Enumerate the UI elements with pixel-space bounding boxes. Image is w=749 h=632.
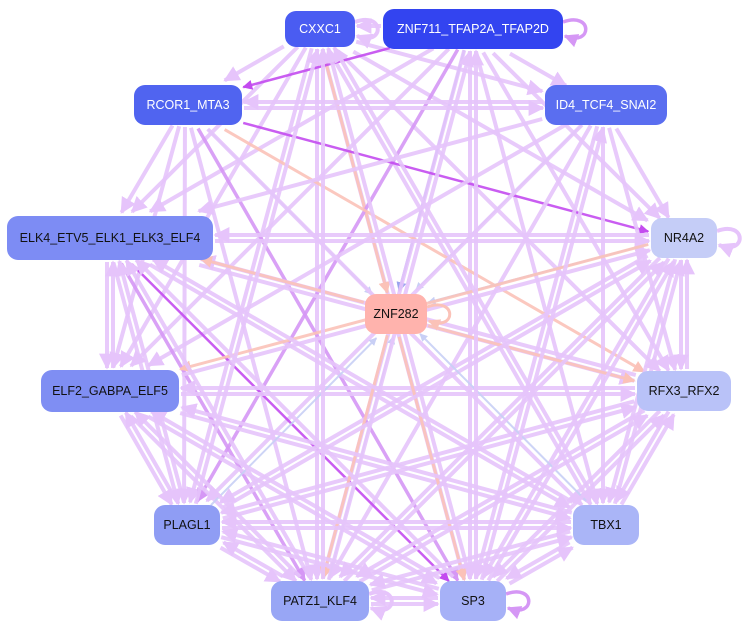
edge-plagl1-to-cxxc1 xyxy=(193,48,322,505)
self-loop-cxxc1 xyxy=(354,18,380,49)
edge-cxxc1-to-rcor1 xyxy=(223,44,285,83)
node-label: ELF2_GABPA_ELF5 xyxy=(52,384,168,398)
edge-elk4-to-tbx1 xyxy=(148,262,571,510)
edge-znf711-to-elk4 xyxy=(148,46,435,214)
node-label: ID4_TCF4_SNAI2 xyxy=(556,98,657,112)
edge-plagl1-to-rfx3 xyxy=(222,403,638,521)
node-box xyxy=(440,581,506,621)
edge-znf711-to-rcor1 xyxy=(242,46,391,90)
edge-znf282-to-sp3 xyxy=(397,336,468,581)
node-label: NR4A2 xyxy=(664,231,704,245)
node-box xyxy=(271,581,369,621)
edge-plagl1-to-znf282 xyxy=(210,337,378,506)
edge-tbx1-to-znf282 xyxy=(419,333,587,502)
node-label: ZNF282 xyxy=(373,307,418,321)
edge-id4-to-elk4 xyxy=(197,117,543,216)
node-label: RCOR1_MTA3 xyxy=(146,98,229,112)
edge-patz1-to-elk4 xyxy=(124,259,312,579)
edge-elf2-to-tbx1 xyxy=(179,411,572,523)
edge-id4-to-nr4a2 xyxy=(614,127,671,219)
edge-znf282-to-elk4 xyxy=(199,256,365,304)
self-loop-znf282 xyxy=(426,303,452,331)
edge-rcor1-to-elk4 xyxy=(119,124,175,214)
node-plagl1: PLAGL1 xyxy=(154,505,220,545)
node-label: TBX1 xyxy=(590,518,621,532)
edge-patz1-to-nr4a2 xyxy=(342,260,666,583)
node-label: PLAGL1 xyxy=(163,518,210,532)
edge-cxxc1-to-plagl1 xyxy=(186,47,314,504)
edge-sp3-to-elk4 xyxy=(134,258,455,579)
node-label: ELK4_ETV5_ELK1_ELK3_ELF4 xyxy=(20,231,201,245)
edge-id4-to-patz1 xyxy=(328,124,593,579)
node-box xyxy=(365,294,427,334)
edge-sp3-to-id4 xyxy=(479,126,607,581)
edge-tbx1-to-cxxc1 xyxy=(332,46,598,503)
node-rfx3: RFX3_RFX2 xyxy=(637,371,731,411)
edge-plagl1-to-patz1 xyxy=(219,545,282,584)
node-label: CXXC1 xyxy=(299,22,341,36)
edge-plagl1-to-nr4a2 xyxy=(222,259,652,510)
node-box xyxy=(637,371,731,411)
node-box xyxy=(651,218,717,258)
node-znf282: ZNF282 xyxy=(365,294,427,334)
edge-nr4a2-to-plagl1 xyxy=(219,253,649,504)
node-label: RFX3_RFX2 xyxy=(649,384,720,398)
self-loop-sp3 xyxy=(505,590,531,620)
self-loop-patz1 xyxy=(368,590,394,621)
node-nr4a2: NR4A2 xyxy=(651,218,717,258)
edge-cxxc1-to-elk4 xyxy=(130,45,300,214)
edge-patz1-to-plagl1 xyxy=(222,540,284,579)
edge-elf2-to-patz1 xyxy=(129,414,298,583)
node-box xyxy=(154,505,220,545)
node-patz1: PATZ1_KLF4 xyxy=(271,581,369,621)
node-rcor1: RCOR1_MTA3 xyxy=(134,85,242,125)
node-znf711: ZNF711_TFAP2A_TFAP2D xyxy=(383,9,563,49)
edge-sp3-to-tbx1 xyxy=(508,545,574,586)
node-box xyxy=(41,370,179,412)
edge-znf282-to-rfx3 xyxy=(427,324,636,384)
edge-znf711-to-plagl1 xyxy=(195,48,460,503)
edge-rfx3-to-plagl1 xyxy=(219,399,635,517)
edge-rcor1-to-rfx3 xyxy=(223,128,646,373)
node-box xyxy=(383,9,563,49)
nodes-layer: CXXC1 ZNF711_TFAP2A_TFAP2D RCOR1_MTA3 ID4_T… xyxy=(7,9,731,621)
node-box xyxy=(573,505,639,545)
edge-patz1-to-elf2 xyxy=(133,410,302,579)
edge-znf711-to-nr4a2 xyxy=(491,51,662,220)
edge-tbx1-to-elk4 xyxy=(151,257,574,504)
self-loop-nr4a2 xyxy=(716,227,742,258)
edge-elf2-to-plagl1 xyxy=(118,414,174,506)
edge-plagl1-to-sp3 xyxy=(220,535,439,599)
node-cxxc1: CXXC1 xyxy=(285,11,355,47)
edge-znf282-to-patz1 xyxy=(319,334,389,580)
node-box xyxy=(134,85,242,125)
node-box xyxy=(545,85,667,125)
node-box xyxy=(285,11,355,47)
node-sp3: SP3 xyxy=(440,581,506,621)
node-tbx1: TBX1 xyxy=(573,505,639,545)
edge-id4-to-elf2 xyxy=(147,122,568,368)
node-box xyxy=(7,216,213,260)
edge-sp3-to-plagl1 xyxy=(221,527,440,591)
node-id4: ID4_TCF4_SNAI2 xyxy=(545,85,667,125)
node-label: PATZ1_KLF4 xyxy=(283,594,357,608)
node-elf2: ELF2_GABPA_ELF5 xyxy=(41,370,179,412)
edge-znf711-to-id4 xyxy=(509,51,568,88)
edge-sp3-to-nr4a2 xyxy=(486,260,676,582)
edge-sp3-to-rfx3 xyxy=(495,413,666,583)
self-loop-znf711 xyxy=(562,18,588,48)
node-elk4: ELK4_ETV5_ELK1_ELK3_ELF4 xyxy=(7,216,213,260)
edge-sp3-to-elf2 xyxy=(149,409,441,580)
node-label: ZNF711_TFAP2A_TFAP2D xyxy=(397,22,549,36)
node-label: SP3 xyxy=(461,594,485,608)
